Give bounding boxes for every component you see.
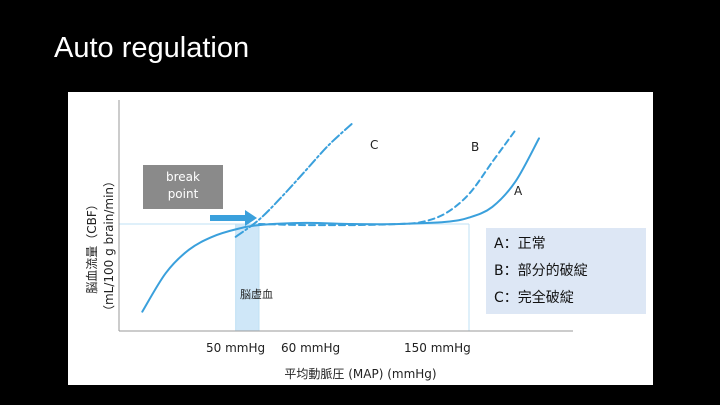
x-tick-label-150: 150 mmHg (404, 341, 471, 355)
break-point-line1: break (166, 170, 200, 184)
chart-panel: 脳血流量（CBF） （mL/100 g brain/min） break poi… (68, 92, 653, 385)
curve-label-c: C (370, 138, 379, 152)
x-axis-label: 平均動脈圧 (MAP) (mmHg) (284, 367, 437, 381)
chart-svg (118, 100, 573, 332)
ischemia-shaded-region (235, 224, 259, 331)
break-point-line2: point (167, 187, 199, 201)
ischemia-label: 脳虚血 (240, 288, 273, 301)
y-axis-label-line1: 脳血流量（CBF） (85, 198, 99, 294)
y-axis-label-line2: （mL/100 g brain/min） (102, 174, 116, 318)
legend-item-a: A：正常 (494, 236, 546, 252)
x-tick-label-60: 60 mmHg (281, 341, 341, 355)
curve-label-b: B (471, 140, 480, 154)
x-tick-label-50: 50 mmHg (206, 341, 266, 355)
legend: A：正常 B：部分的破綻 C：完全破綻 (486, 228, 646, 314)
break-point-callout: break point (143, 165, 223, 209)
legend-item-c: C：完全破綻 (494, 290, 574, 306)
series-line-a (141, 137, 540, 313)
series-line-b (258, 128, 517, 227)
series-line-c (234, 122, 354, 238)
break-point-arrow (210, 210, 257, 226)
slide-title: Auto regulation (54, 32, 250, 64)
curve-label-a: A (514, 184, 523, 198)
y-axis-label: 脳血流量（CBF） （mL/100 g brain/min） (84, 146, 118, 346)
legend-item-b: B：部分的破綻 (494, 263, 588, 279)
